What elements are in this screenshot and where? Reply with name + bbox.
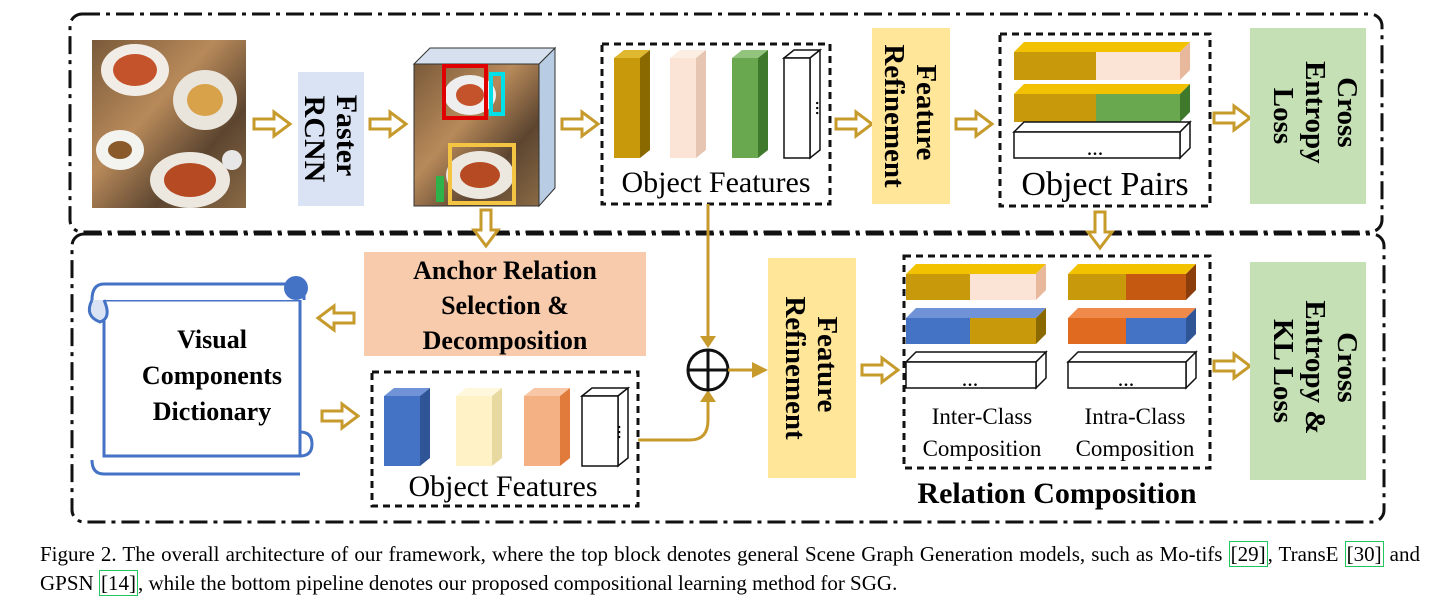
inter-class-line2: Composition bbox=[923, 436, 1042, 461]
arrow-to-bottom-features bbox=[320, 402, 360, 430]
inter-pair-gold-peach bbox=[906, 264, 1046, 300]
top-feature-refinement: Feature Refinement bbox=[872, 28, 950, 204]
intra-class-line2: Composition bbox=[1076, 436, 1195, 461]
bottom-refinement-line2: Refinement bbox=[779, 296, 811, 440]
bottom-feature-refinement: Feature Refinement bbox=[768, 258, 856, 478]
architecture-figure: Faster RCNN ... Object Fe bbox=[68, 12, 1386, 524]
dictionary-scroll: Visual Components Dictionary bbox=[87, 276, 314, 476]
inter-class-line1: Inter-Class bbox=[932, 404, 1033, 429]
top-loss-line2: Entropy bbox=[1299, 61, 1331, 164]
bottom-features-to-sum-line bbox=[638, 398, 710, 442]
pair-ellipsis: ... bbox=[1087, 135, 1104, 160]
arrow-to-object-features bbox=[560, 110, 600, 138]
inter-pair-empty: ... bbox=[904, 350, 1048, 391]
object-pairs-label: Object Pairs bbox=[1021, 166, 1188, 203]
sum-operator bbox=[686, 348, 730, 392]
citation-29-link[interactable]: [29] bbox=[1228, 541, 1268, 567]
top-loss-line1: Cross bbox=[1331, 77, 1363, 147]
pair-gold-green bbox=[1014, 84, 1190, 122]
bottom-object-features-label: Object Features bbox=[408, 470, 597, 503]
caption-text-3: and GPSN bbox=[40, 542, 1421, 595]
top-refinement-line1: Feature bbox=[910, 64, 942, 160]
top-block-frame bbox=[68, 12, 1384, 234]
caption-text-4: , while the bottom pipeline denotes our … bbox=[137, 571, 898, 595]
feature-ellipsis: ... bbox=[811, 101, 833, 116]
bottom-feature-ellipsis: ... bbox=[613, 425, 635, 440]
detector-label-line2: RCNN bbox=[298, 96, 331, 183]
detector-label-line1: Faster bbox=[330, 95, 363, 176]
dictionary-line1: Visual bbox=[177, 325, 247, 354]
object-pairs: ... Object Pairs bbox=[998, 32, 1212, 208]
anchor-relation-box: Anchor Relation Selection & Decompositio… bbox=[364, 252, 646, 356]
detection-image bbox=[412, 46, 557, 208]
pair-empty: ... bbox=[1012, 120, 1192, 160]
arrow-to-composition bbox=[860, 356, 900, 384]
inter-ellipsis: ... bbox=[962, 366, 979, 391]
arrow-down-to-anchor bbox=[472, 208, 500, 248]
bottom-loss-box: Cross Entropy & KL Loss bbox=[1250, 262, 1366, 480]
top-loss-line3: Loss bbox=[1267, 88, 1299, 144]
bottom-loss-line2: Entropy & bbox=[1299, 300, 1331, 434]
arrow-down-to-composition bbox=[1086, 210, 1114, 250]
intra-pair-gold-orange bbox=[1068, 264, 1196, 300]
citation-30-link[interactable]: [30] bbox=[1344, 541, 1384, 567]
caption-text-1: Figure 2. The overall architecture of ou… bbox=[40, 542, 1229, 566]
arrow-to-dictionary bbox=[316, 304, 356, 332]
intra-pair-orange-blue bbox=[1068, 308, 1196, 344]
arrow-to-detector bbox=[252, 110, 292, 138]
top-object-features-label: Object Features bbox=[621, 166, 810, 199]
svg-text:Faster RCNN: Faster RCNN bbox=[298, 95, 363, 184]
intra-class-line1: Intra-Class bbox=[1085, 404, 1186, 429]
feature-cube-green bbox=[732, 50, 768, 158]
arrow-to-bottom-loss bbox=[1212, 352, 1252, 380]
feature-cube-empty-bottom: ... bbox=[579, 386, 635, 468]
anchor-relation-line1: Anchor Relation bbox=[413, 256, 597, 285]
svg-text:Feature Refinement: Feature Refinement bbox=[878, 44, 942, 188]
svg-text:Cross Entropy Loss: Cross Entropy Loss bbox=[1267, 61, 1363, 171]
anchor-relation-line2: Selection & bbox=[441, 291, 569, 320]
relation-composition: ... ... Inter-Class Composition Intra-Cl… bbox=[902, 254, 1212, 470]
caption-text-2: , TransE bbox=[1267, 542, 1345, 566]
arrow-to-top-refinement bbox=[834, 110, 874, 138]
feature-cube-peach bbox=[670, 50, 706, 158]
svg-text:Feature Refinement: Feature Refinement bbox=[779, 296, 843, 440]
bottom-loss-line3: KL Loss bbox=[1267, 319, 1299, 423]
feature-cube-empty: ... bbox=[781, 48, 833, 160]
citation-14-link[interactable]: [14] bbox=[98, 570, 138, 596]
top-object-features: ... Object Features bbox=[600, 42, 833, 206]
inter-pair-blue-gold bbox=[906, 308, 1046, 344]
detector-box: Faster RCNN bbox=[298, 72, 364, 206]
bottom-block-frame bbox=[70, 232, 1386, 524]
input-image bbox=[92, 40, 246, 208]
feature-cube-salmon bbox=[524, 388, 570, 466]
intra-pair-empty: ... bbox=[1066, 350, 1198, 391]
intra-ellipsis: ... bbox=[1118, 366, 1135, 391]
feature-cube-cream bbox=[456, 388, 502, 466]
dictionary-line3: Dictionary bbox=[153, 397, 271, 426]
top-refinement-line2: Refinement bbox=[878, 44, 910, 188]
feature-cube-blue bbox=[384, 388, 430, 466]
arrow-to-top-loss bbox=[1212, 104, 1252, 132]
feature-cube-gold bbox=[614, 50, 650, 158]
dictionary-line2: Components bbox=[142, 361, 282, 390]
anchor-relation-line3: Decomposition bbox=[423, 326, 588, 355]
top-loss-box: Cross Entropy Loss bbox=[1250, 28, 1366, 204]
arrow-to-detections bbox=[368, 110, 408, 138]
relation-composition-label: Relation Composition bbox=[917, 477, 1197, 510]
bottom-object-features: ... Object Features bbox=[370, 370, 640, 508]
bottom-refinement-line1: Feature bbox=[811, 316, 843, 412]
figure-caption: Figure 2. The overall architecture of ou… bbox=[40, 540, 1420, 598]
arrow-to-object-pairs bbox=[954, 110, 994, 138]
bottom-loss-line1: Cross bbox=[1331, 332, 1363, 402]
pair-gold-peach bbox=[1014, 42, 1190, 80]
svg-text:Cross Entropy & KL: Cross Entropy & KL Loss bbox=[1267, 300, 1363, 441]
